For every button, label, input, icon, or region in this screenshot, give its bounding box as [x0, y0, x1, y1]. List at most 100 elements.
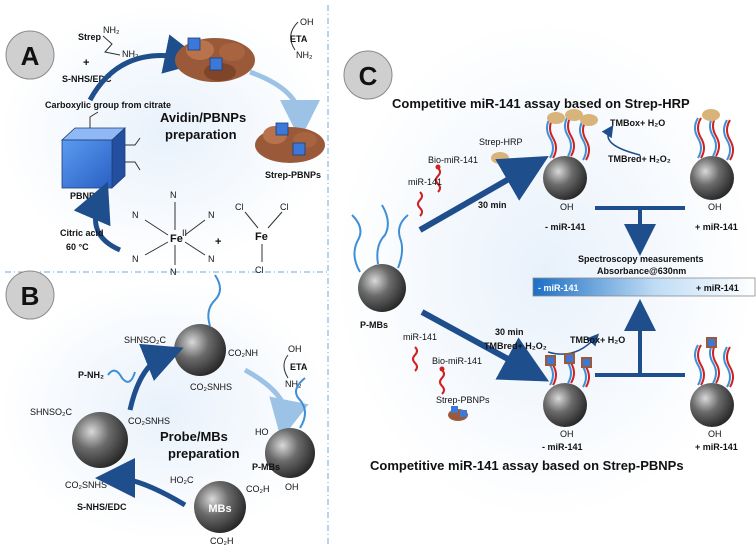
- bead-pmbs-c: [358, 264, 406, 312]
- co2snhs-label-b1: CO₂SNHS: [190, 382, 232, 392]
- arrow-b-probe: [127, 343, 184, 411]
- plus-sign-a: +: [83, 57, 89, 69]
- bead-minus-bottom: [543, 383, 587, 427]
- arrow-a-eta: [249, 69, 320, 140]
- panel-b-background: [0, 280, 330, 540]
- panel-c: C Competitive miR-141 assay based on Str…: [343, 50, 756, 473]
- svg-text:N: N: [132, 254, 139, 264]
- eta-label-b: ETA: [290, 362, 308, 372]
- eta-oh-b: OH: [288, 344, 302, 354]
- absorbance-bar: [532, 277, 756, 297]
- tmb-ox-top: TMBox+ H₂O: [610, 118, 665, 128]
- svg-text:Fe: Fe: [170, 233, 183, 245]
- bead-p-mbs: [265, 428, 315, 478]
- arrow-tmb-top: [601, 125, 641, 156]
- bio-mir-label-top: Bio-miR-141: [428, 155, 478, 165]
- panel-b-title-line1: Probe/MBs: [160, 429, 228, 444]
- svg-text:Cl: Cl: [280, 202, 289, 212]
- citric-acid-label: Citric acid: [60, 228, 104, 238]
- svg-text:N: N: [170, 267, 177, 277]
- shnso2c-label-b1: SHNSO₂C: [124, 335, 166, 345]
- pmbs-label-c: P-MBs: [360, 320, 388, 330]
- bead-plus-bottom: [690, 383, 734, 427]
- carboxylic-label: Carboxylic group from citrate: [45, 100, 171, 110]
- mir-label-top: miR-141: [408, 177, 442, 187]
- minus-mir-label-bottom: - miR-141: [542, 442, 583, 452]
- ho-label-b: HO: [255, 427, 269, 437]
- time-label-bottom: 30 min: [495, 327, 524, 337]
- mir-label-bottom: miR-141: [403, 332, 437, 342]
- panel-a-letter: A: [21, 41, 40, 71]
- snhs-edc-label-b: S-NHS/EDC: [77, 502, 127, 512]
- bead-plus-top: [690, 156, 734, 200]
- arrow-b-eta: [243, 367, 309, 440]
- panel-a-title-line2: preparation: [165, 127, 237, 142]
- ho2c-label: HO₂C: [170, 475, 194, 485]
- svg-text:II: II: [182, 228, 187, 238]
- svg-text:Cl: Cl: [235, 202, 244, 212]
- panel-a-title-line1: Avidin/PBNPs: [160, 110, 246, 125]
- arrow-a-activation: [87, 34, 205, 102]
- arrow-a-synthesis: [73, 181, 122, 253]
- svg-text:N: N: [208, 210, 215, 220]
- strep-hrp-molecule: [491, 152, 509, 164]
- plus-sign-a2: +: [215, 236, 221, 248]
- eta-nh2-b: NH₂: [285, 379, 302, 389]
- svg-text:Cl: Cl: [255, 265, 264, 275]
- oh-label-c1: OH: [560, 202, 574, 212]
- co2h-label-1: CO₂H: [246, 484, 270, 494]
- eta-chain-a: [290, 21, 299, 51]
- bead-activated: [174, 324, 226, 376]
- arrow-c-upper: [418, 156, 549, 233]
- biotin-dot-top: [435, 164, 441, 170]
- panel-b-badge: [5, 270, 55, 320]
- svg-text:Fe: Fe: [255, 231, 268, 243]
- panel-a-badge: [5, 30, 55, 80]
- pmbs-label-b: P-MBs: [252, 462, 280, 472]
- strep-nh2-side: NH₂: [122, 49, 139, 59]
- tmb-red-bottom: TMBred+ H₂O₂: [484, 341, 547, 351]
- bio-mir-label-bottom: Bio-miR-141: [432, 356, 482, 366]
- co2h-label-2: CO₂H: [210, 536, 234, 546]
- co2snhs-label-b2: CO₂SNHS: [128, 416, 170, 426]
- co2snhs-label-b3: CO₂SNHS: [65, 480, 107, 490]
- tmb-ox-bottom: TMBox+ H₂O: [570, 335, 625, 345]
- svg-text:N: N: [132, 210, 139, 220]
- avidin-cluster: [175, 37, 255, 82]
- strep-chain: [102, 35, 121, 56]
- oh-label-c4: OH: [708, 429, 722, 439]
- mir-strand-bottom: [412, 346, 418, 372]
- iron-chloride: Fe Cl Cl Cl: [235, 202, 289, 275]
- oh-label-c3: OH: [560, 429, 574, 439]
- arrow-b-activation: [95, 458, 187, 508]
- pbnp-cube: [60, 111, 141, 189]
- svg-text:N: N: [170, 190, 177, 200]
- eta-oh-a: OH: [300, 17, 314, 27]
- mir-strand-top: [417, 191, 423, 217]
- bead-minus-top: [543, 156, 587, 200]
- pbnps-label: PBNPs: [70, 191, 100, 201]
- arrow-c-lower: [420, 309, 550, 382]
- bead-nhs: [72, 412, 128, 468]
- cube-small-2: [209, 57, 223, 71]
- strep-pbnps-label-c: Strep-PBNPs: [436, 395, 490, 405]
- tmb-red-top: TMBred+ H₂O₂: [608, 154, 671, 164]
- eta-nh2-a: NH₂: [296, 50, 313, 60]
- panel-c-letter: C: [359, 61, 378, 91]
- free-probe-b: [107, 369, 136, 383]
- plus-mir-label-bottom: + miR-141: [695, 442, 738, 452]
- panel-b-title-line2: preparation: [168, 446, 240, 461]
- time-label-top: 30 min: [478, 200, 507, 210]
- panel-c-title-top: Competitive miR-141 assay based on Strep…: [392, 96, 690, 111]
- probe-strand-b1: [207, 274, 221, 327]
- strep-label: Strep: [78, 32, 102, 42]
- strep-pbnps-label-a: Strep-PBNPs: [265, 170, 321, 180]
- oh-label-b: OH: [285, 482, 299, 492]
- bar-minus-label: - miR-141: [538, 283, 579, 293]
- probe-strand-b2: [295, 377, 306, 429]
- bio-mir-strand-bottom: [439, 369, 445, 395]
- eta-label-a: ETA: [290, 34, 308, 44]
- panel-c-background: [335, 20, 755, 520]
- mbs-label: MBs: [208, 503, 231, 515]
